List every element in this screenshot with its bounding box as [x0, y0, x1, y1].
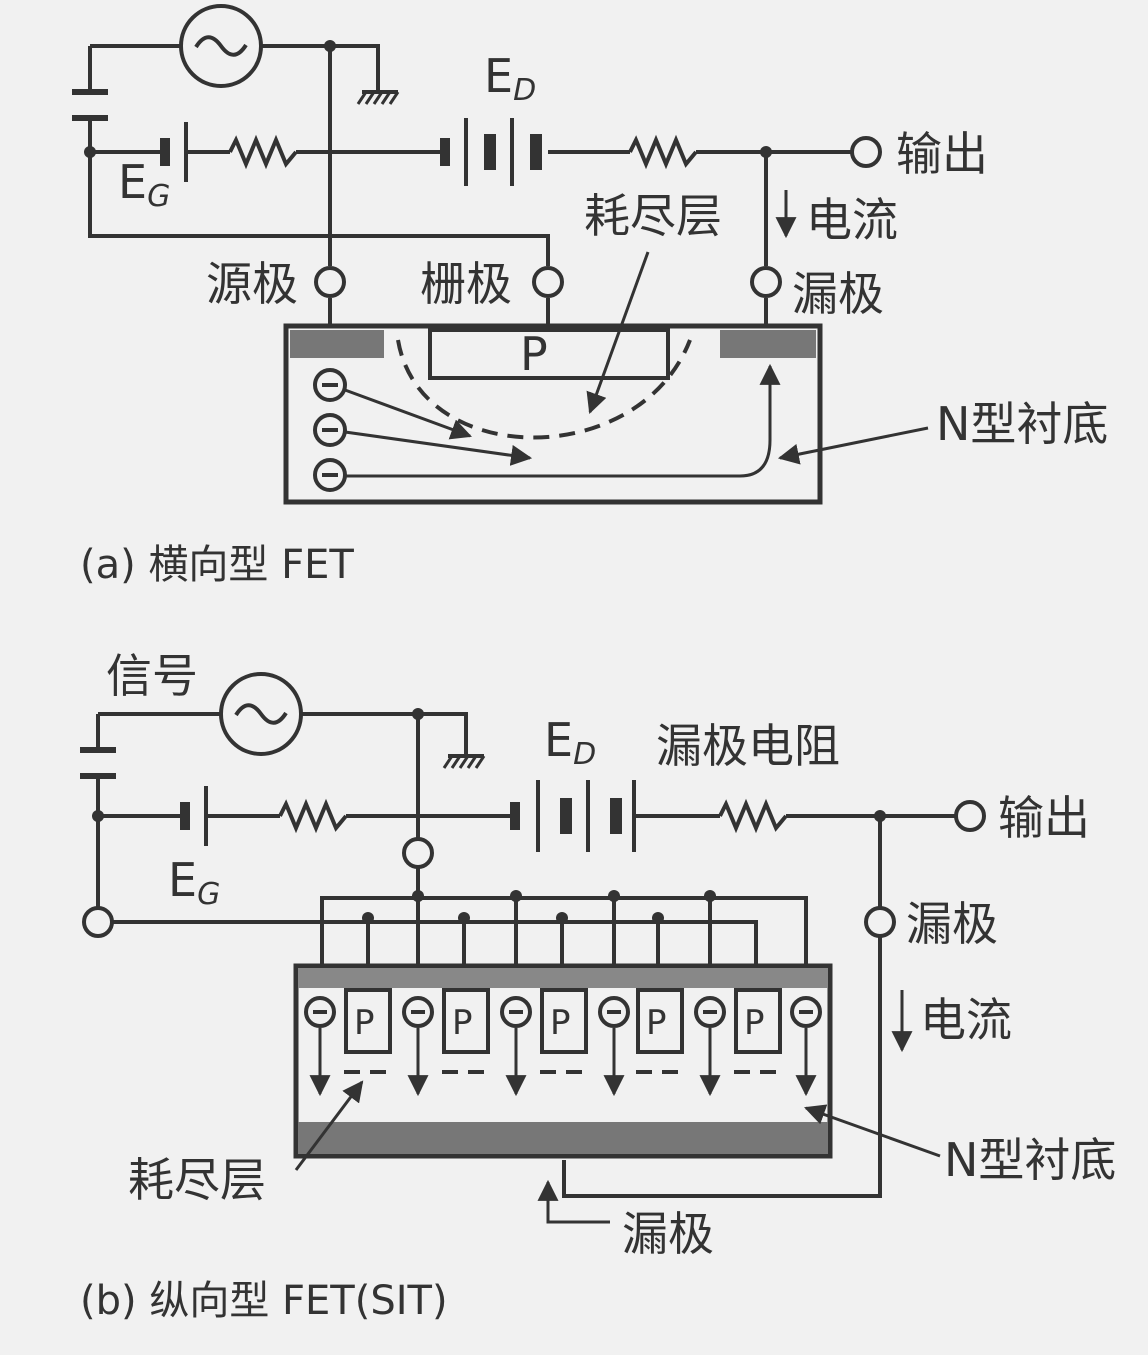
lateral-fet-device: [283, 323, 823, 505]
caption-b: (b) 纵向型 FET(SIT): [80, 1278, 448, 1324]
panel-b-vertical-fet: 信号 ED EG 漏极电阻 输出 漏极 电流 P P P P P N型衬底 耗尽…: [80, 649, 1116, 1324]
gate-bias-battery-icon: [160, 122, 188, 182]
drain-supply-battery-icon: [440, 118, 542, 186]
top-source-electrode: [298, 968, 828, 988]
svg-text:P: P: [646, 1003, 667, 1043]
p-region-labels: P P P P P: [354, 1003, 765, 1043]
bottom-drain-electrode: [298, 1122, 828, 1154]
supply-voltage-label: ED: [544, 713, 596, 772]
drain-terminal: [864, 906, 896, 938]
svg-text:P: P: [550, 1003, 571, 1043]
electron-flow-arrows: [309, 1028, 817, 1097]
drain-resistor-label: 漏极电阻: [656, 719, 840, 773]
caption-a: (a) 横向型 FET: [80, 542, 354, 588]
signal-label: 信号: [106, 649, 198, 703]
source-label: 源极: [206, 257, 298, 311]
ground-icon: [356, 90, 400, 105]
source-electrode: [290, 330, 384, 358]
junction-dot: [760, 146, 772, 158]
drain-terminal: [750, 266, 782, 298]
output-terminal: [954, 800, 986, 832]
svg-text:P: P: [354, 1003, 375, 1043]
ac-signal-source-icon: [219, 672, 303, 756]
coupling-capacitor-icon: [80, 747, 116, 779]
gate-terminal: [82, 906, 114, 938]
junction-dot: [412, 708, 424, 720]
coupling-capacitor-icon: [72, 89, 108, 121]
electron-icon: [304, 996, 822, 1028]
source-terminal: [314, 266, 346, 298]
gate-comb-taps: [362, 912, 758, 988]
panel-a-wiring: [88, 44, 852, 324]
gate-terminal: [532, 266, 564, 298]
supply-voltage-label: ED: [484, 49, 536, 108]
gate-resistor-icon: [228, 134, 298, 170]
drain-supply-battery-icon: [510, 780, 636, 852]
bottom-drain-label: 漏极: [622, 1207, 714, 1261]
ac-signal-source-icon: [179, 4, 263, 88]
output-terminal: [850, 136, 882, 168]
source-terminal: [402, 837, 434, 869]
depletion-layer-label: 耗尽层: [584, 189, 722, 243]
current-label: 电流: [920, 993, 1012, 1047]
junction-dot: [84, 146, 96, 158]
current-label: 电流: [806, 193, 898, 247]
gate-bias-label: EG: [168, 853, 220, 912]
substrate-label: N型衬底: [936, 397, 1108, 451]
gate-resistor-icon: [278, 798, 348, 834]
drain-resistor-icon: [628, 134, 698, 170]
p-region-label: P: [520, 327, 548, 381]
electron-icon: [313, 413, 347, 447]
substrate-label: N型衬底: [944, 1133, 1116, 1187]
output-label: 输出: [998, 791, 1090, 845]
drain-label: 漏极: [906, 897, 998, 951]
depletion-layer-label: 耗尽层: [128, 1153, 266, 1207]
vertical-fet-device: [293, 963, 833, 1159]
electron-icon: [313, 368, 347, 402]
drain-resistor-icon: [718, 798, 788, 834]
gate-bias-battery-icon: [180, 786, 208, 846]
ground-icon: [442, 754, 486, 769]
drain-electrode: [720, 330, 816, 358]
svg-text:P: P: [452, 1003, 473, 1043]
junction-dot: [324, 40, 336, 52]
gate-label: 栅极: [420, 257, 512, 311]
drain-label: 漏极: [792, 267, 884, 321]
p-gate-region: [428, 328, 670, 380]
gate-bias-label: EG: [118, 155, 170, 214]
panel-a-lateral-fet: ED EG 输出 电流 耗尽层 源极 栅极 漏极 P N型衬底 (a) 横向型 …: [72, 4, 1108, 588]
p-gate-region: [344, 988, 782, 1054]
svg-text:P: P: [744, 1003, 765, 1043]
output-label: 输出: [896, 127, 988, 181]
junction-dot: [92, 810, 104, 822]
junction-dot: [874, 810, 886, 822]
source-comb-taps: [412, 890, 716, 968]
